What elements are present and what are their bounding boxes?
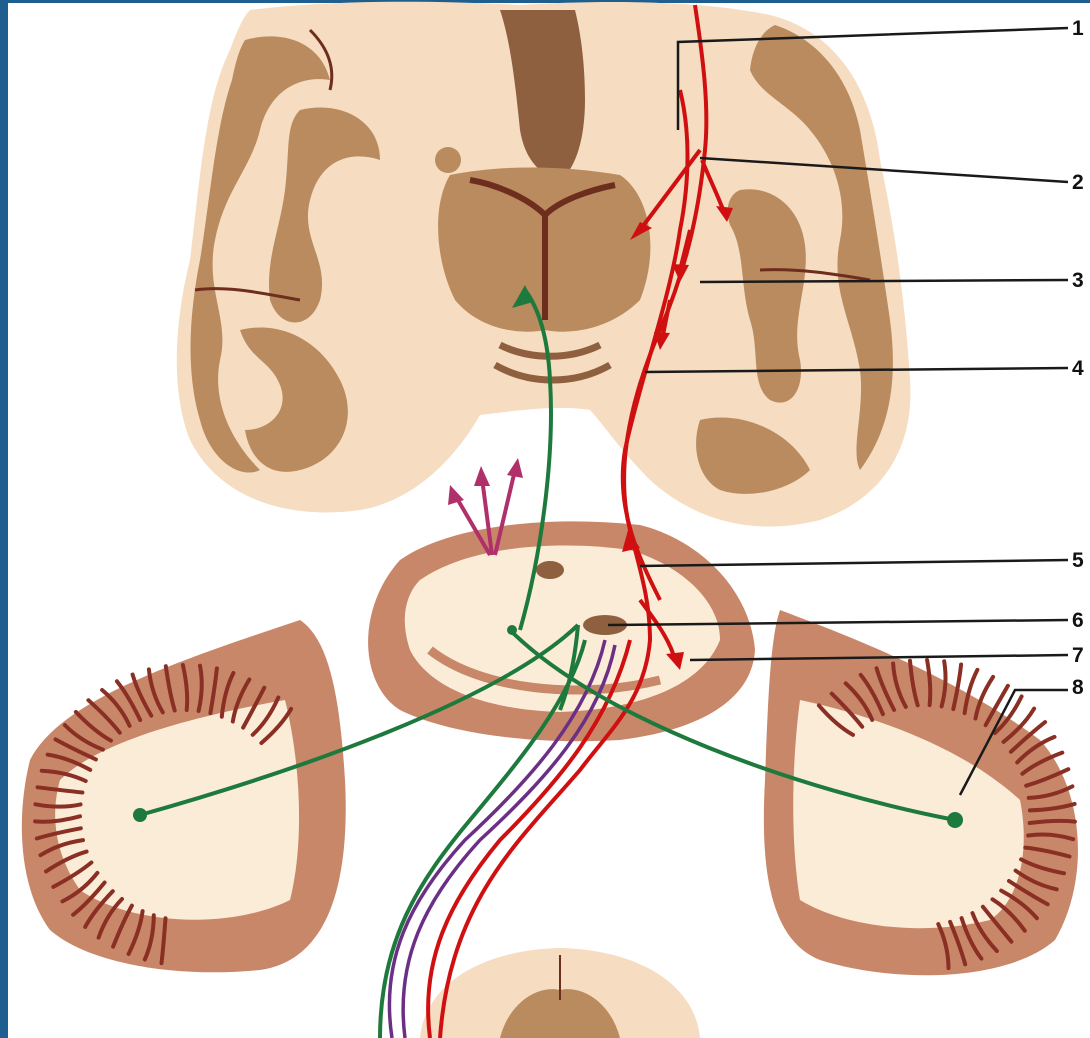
ascending-arrowhead-middle — [474, 466, 490, 486]
callout-label-4: 4 — [1072, 358, 1084, 379]
small-nucleus — [435, 147, 461, 173]
callout-label-1: 1 — [1072, 18, 1084, 39]
cerebellum-right — [764, 610, 1078, 975]
ascending-arrowhead-right — [507, 458, 523, 478]
callout-label-7: 7 — [1072, 645, 1084, 666]
nucleus-dot-pons — [507, 625, 517, 635]
callout-label-3: 3 — [1072, 270, 1084, 291]
cerebellum-left — [22, 620, 346, 972]
callout-label-8: 8 — [1072, 677, 1084, 698]
callout-label-6: 6 — [1072, 610, 1084, 631]
callout-label-5: 5 — [1072, 550, 1084, 571]
cerebellum-right-folium — [1030, 821, 1075, 823]
callout-label-2: 2 — [1072, 172, 1084, 193]
ascending-arrowhead-left — [448, 485, 464, 505]
cerebrum — [177, 2, 911, 527]
spinal-cord — [420, 948, 700, 1038]
pons-nucleus — [536, 561, 564, 579]
nucleus-dot-right-cerebellum — [947, 812, 963, 828]
cerebellum-left-folium — [35, 804, 80, 806]
nucleus-dot-left-cerebellum — [133, 808, 147, 822]
